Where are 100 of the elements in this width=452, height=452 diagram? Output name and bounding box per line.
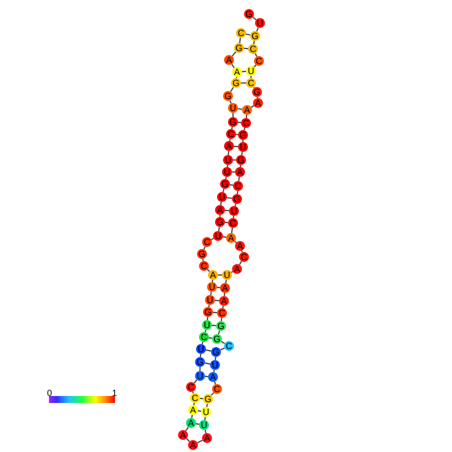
nucleotide-circle: C xyxy=(233,181,243,191)
nucleotide-circle: C xyxy=(190,393,200,403)
nucleotide-circle: U xyxy=(217,192,227,202)
nucleotide-circle: A xyxy=(188,405,198,415)
connector-line xyxy=(252,16,257,20)
connector-line xyxy=(204,430,206,434)
nucleotide-circle: C xyxy=(224,341,234,351)
connector-line xyxy=(244,128,246,130)
connector-line xyxy=(192,392,194,394)
nucleotide-circle: U xyxy=(196,344,206,354)
nucleotide-circle: U xyxy=(223,155,233,165)
connector-line xyxy=(253,86,255,88)
connector-line xyxy=(210,292,212,296)
nucleotide-circle: U xyxy=(229,206,239,216)
nucleotide-circle: G xyxy=(231,78,241,88)
connector-line xyxy=(254,64,256,68)
nucleotide-circle: C xyxy=(236,28,246,38)
nucleotide-circle: A xyxy=(202,433,212,443)
connector-line xyxy=(241,152,243,156)
nucleotide-circle: G xyxy=(250,31,260,41)
connector-line xyxy=(208,337,212,339)
connector-line xyxy=(226,197,232,199)
scale-tick-label: 0 xyxy=(47,389,52,398)
nucleotide-circle: G xyxy=(211,347,221,357)
connector-line xyxy=(239,38,241,44)
nucleotide-circle: A xyxy=(186,418,196,428)
nucleotide-circle: G xyxy=(195,357,205,367)
nucleotide-circle: A xyxy=(220,283,230,293)
nucleotide-circle: G xyxy=(236,155,246,165)
nucleotide-circle: C xyxy=(199,332,209,342)
nucleotide-circle: C xyxy=(248,44,258,54)
nucleotide-circle: U xyxy=(228,103,238,113)
nucleotide-circle: U xyxy=(213,231,223,241)
connector-line xyxy=(253,40,255,44)
nucleotide-circle: G xyxy=(232,194,242,204)
nucleotide-circle: C xyxy=(199,261,209,271)
connector-line xyxy=(238,108,242,110)
connector-line xyxy=(236,76,238,78)
nucleotide-circle: U xyxy=(255,18,265,28)
connector-line xyxy=(241,250,243,252)
connector-line xyxy=(254,53,258,57)
nucleotide-circle: G xyxy=(215,217,225,227)
connector-line xyxy=(197,440,203,444)
connector-line xyxy=(222,188,224,192)
nucleotide-circle: G xyxy=(238,130,248,140)
nucleotide-circle: G xyxy=(220,179,230,189)
connector-line xyxy=(194,379,198,384)
nucleotide-circle: A xyxy=(219,296,229,306)
connector-line xyxy=(204,330,206,332)
nucleotide-circle: U xyxy=(238,142,248,152)
connector-line xyxy=(230,184,234,186)
connector-line xyxy=(238,176,240,182)
nucleotide-circle: G xyxy=(203,394,213,404)
connector-line xyxy=(222,236,226,238)
connector-line xyxy=(206,404,208,408)
nucleotide-circle: A xyxy=(178,430,188,440)
connector-line xyxy=(206,349,212,352)
nucleotide-circle: G xyxy=(203,307,213,317)
nucleotide-circle: A xyxy=(253,98,263,108)
nucleotide-circle: A xyxy=(224,55,234,65)
nucleotide-circle: A xyxy=(235,167,245,177)
connector-line xyxy=(230,86,234,92)
nucleotide-circle: U xyxy=(210,360,220,370)
connector-line xyxy=(256,96,258,98)
nucleotide-circle: C xyxy=(254,56,264,66)
nucleotide-circle: C xyxy=(246,78,256,88)
nucleotide-circle: C xyxy=(186,382,196,392)
connector-line xyxy=(218,226,220,232)
connector-line xyxy=(220,202,222,206)
nucleotide-circle: G xyxy=(223,91,233,101)
connector-line xyxy=(196,423,200,425)
connector-line xyxy=(204,416,206,420)
nucleotide-circle: U xyxy=(199,420,209,430)
nucleotide-circle: A xyxy=(188,440,198,450)
nucleotide-circle: A xyxy=(215,205,225,215)
nucleotide-circle: G xyxy=(216,321,226,331)
connector-line xyxy=(198,410,202,412)
connector-line xyxy=(234,204,236,206)
nucleotide-circle: C xyxy=(226,129,236,139)
nucleotide-circle: G xyxy=(197,249,207,259)
nucleotide-circle: G xyxy=(212,334,222,344)
connector-line xyxy=(225,280,227,284)
nucleotide-circle: U xyxy=(195,371,205,381)
nucleotide-circle: U xyxy=(222,167,232,177)
nucleotide-circle: G xyxy=(228,117,238,127)
nucleotide-circle: A xyxy=(224,141,234,151)
connector-line xyxy=(232,51,236,57)
nucleotide-circle: A xyxy=(232,67,242,77)
nucleotide-circle: C xyxy=(241,118,251,128)
nucleotide-circle: A xyxy=(232,264,242,274)
nucleotide-circle: U xyxy=(207,282,217,292)
nucleotide-circle: U xyxy=(205,295,215,305)
connector-line xyxy=(191,414,193,418)
nucleotide-circle: A xyxy=(208,372,218,382)
nucleotide-circle: C xyxy=(239,252,249,262)
nucleotide-circle: A xyxy=(208,270,218,280)
connector-line xyxy=(202,342,204,344)
connector-line xyxy=(231,228,233,234)
nucleotide-circle: A xyxy=(235,241,245,251)
nucleotide-circle: U xyxy=(222,270,232,280)
